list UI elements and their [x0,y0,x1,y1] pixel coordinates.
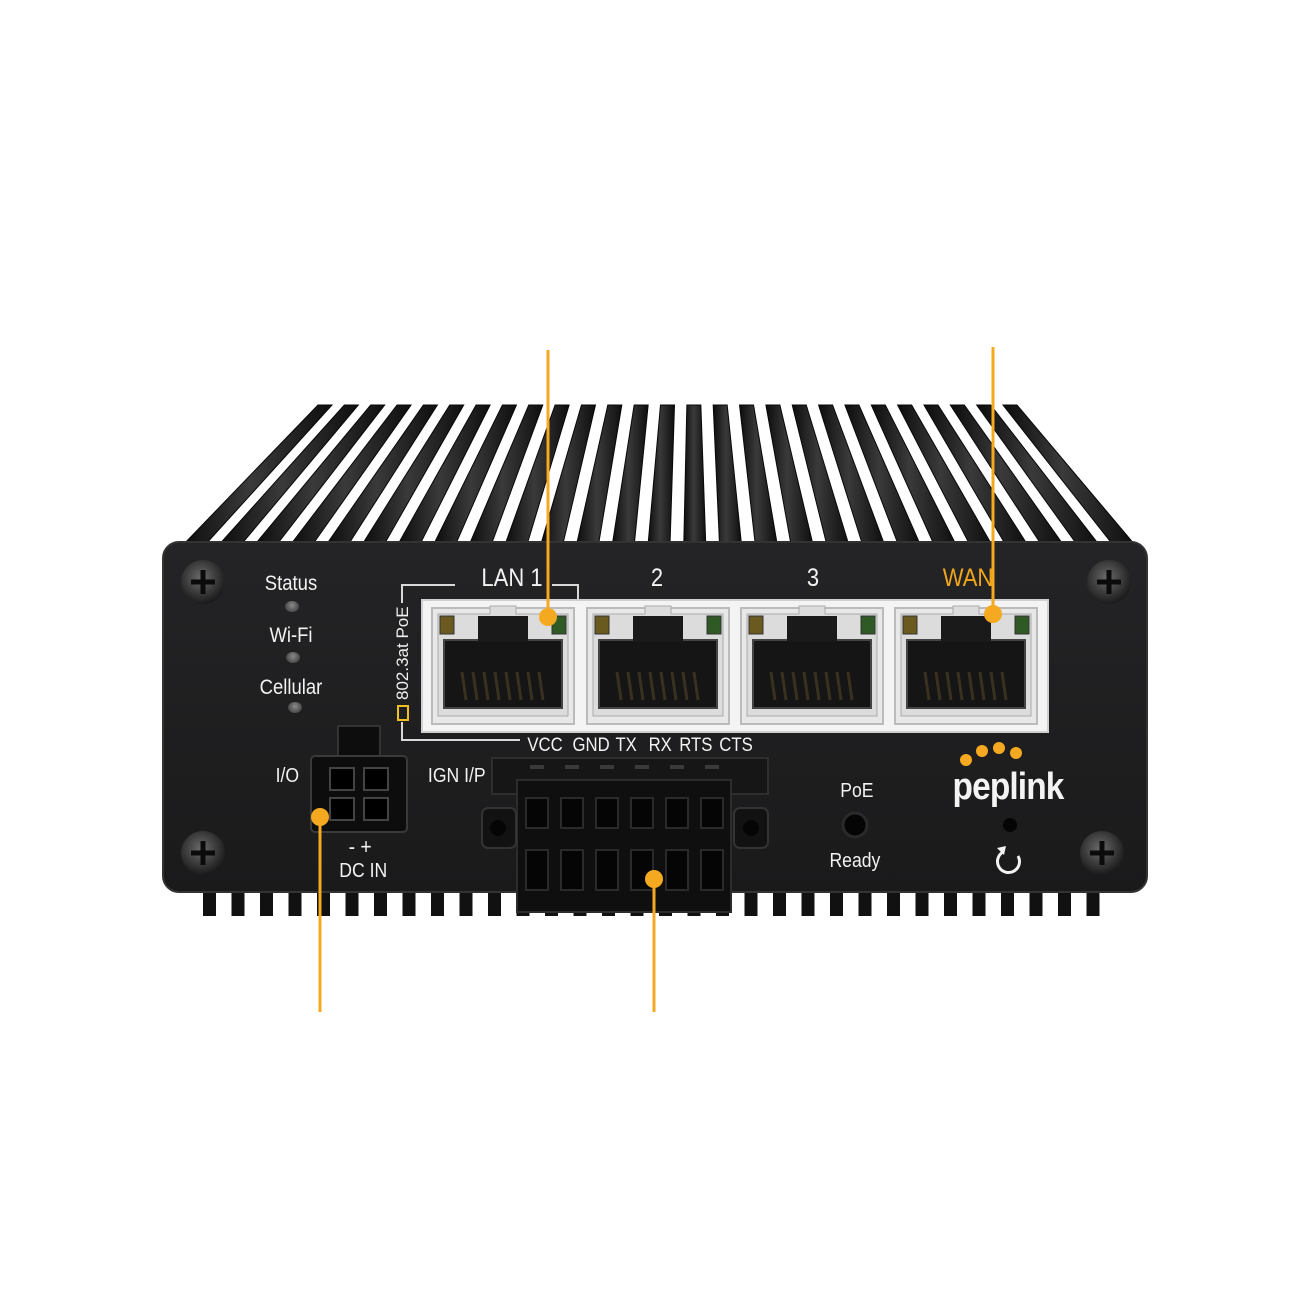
pin-label-cts: CTS [719,735,753,756]
io-connector [310,725,408,833]
port-label-3: 3 [806,564,820,592]
io-label: I/O [275,765,300,787]
port-label-2: 2 [650,564,664,592]
led-label-cellular: Cellular [259,676,323,699]
cellular-led [288,702,302,713]
poe-ready-button[interactable] [841,811,869,839]
ethernet-port [431,605,575,725]
pin-label-vcc: VCC [527,735,563,756]
heatsink-fins-top [181,404,1137,546]
heatsink-fin [647,404,676,546]
dc-in-label: DC IN [339,860,388,882]
brand-logo-text: peplink [952,766,1065,808]
callout-dot-lan [539,608,557,626]
pin-label-gnd: GND [572,735,610,756]
ethernet-ports [431,605,1038,725]
led-label-wifi: Wi-Fi [269,624,313,647]
ethernet-port [740,605,884,725]
poe-side-label: 802.3at PoE [393,606,412,700]
poe-label: PoE [840,780,874,802]
callout-dot-terminal [645,870,663,888]
port-label-lan1: LAN 1 [481,564,543,592]
callout-dot-wan [984,605,1002,623]
screw [1087,560,1131,604]
screw [181,831,225,875]
pin-label-rts: RTS [679,735,713,756]
pin-label-rx: RX [648,735,672,756]
reset-pinhole[interactable] [1003,818,1017,832]
wifi-led [286,652,300,663]
led-label-status: Status [264,572,318,595]
ethernet-port [586,605,730,725]
peplink-logo-dots [960,742,1022,766]
ethernet-port [894,605,1038,725]
heatsink-fin [712,404,743,546]
terminal-block-connector [481,757,769,913]
screw [181,560,225,604]
heatsink-fin [683,404,707,546]
callout-dot-dc [311,808,329,826]
status-led [285,601,299,612]
ready-label: Ready [829,850,881,872]
port-label-wan: WAN [942,564,994,592]
reset-icon [996,846,1021,874]
pin-label-tx: TX [615,735,637,756]
ign-label: IGN I/P [427,765,486,787]
dc-polarity-label: - + [348,834,372,859]
screw [1080,831,1124,875]
